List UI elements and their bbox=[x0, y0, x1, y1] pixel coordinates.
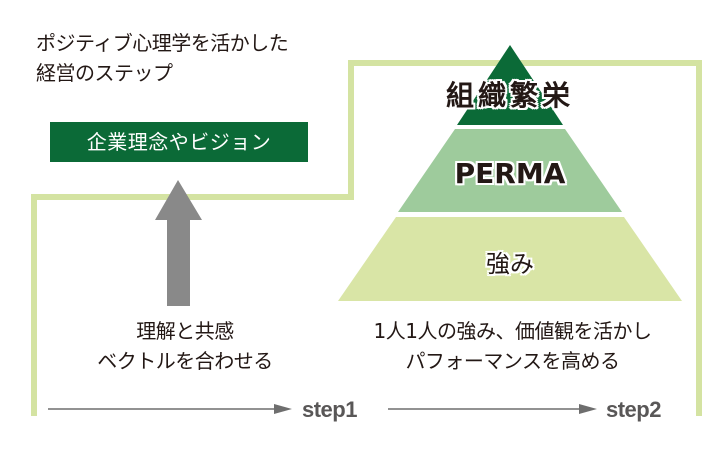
tier-label-middle: PERMA bbox=[454, 157, 566, 190]
step1-caption: 理解と共感 ベクトルを合わせる bbox=[60, 316, 310, 376]
step2-caption-line-2: パフォーマンスを高める bbox=[405, 349, 620, 373]
step-outline bbox=[31, 60, 702, 416]
title-line-2: 経営のステップ bbox=[36, 61, 173, 85]
step2-label: step2 bbox=[606, 397, 661, 422]
pyramid-tier-bottom bbox=[338, 217, 682, 301]
diagram-title: ポジティブ心理学を活かした 経営のステップ bbox=[36, 28, 289, 88]
tier-label-top: 組織繁栄 bbox=[445, 79, 574, 112]
pyramid-tier-top bbox=[457, 45, 563, 125]
tier-label-bottom: 強み bbox=[486, 250, 534, 278]
step2-caption-line-1: 1人1人の強み、価値観を活かし bbox=[373, 319, 652, 343]
up-arrow-icon bbox=[155, 180, 202, 306]
step1-label: step1 bbox=[302, 397, 357, 422]
timeline-arrow-2-head bbox=[579, 404, 597, 414]
pyramid-tier-middle bbox=[398, 129, 622, 212]
vision-box: 企業理念やビジョン bbox=[50, 122, 308, 162]
step1-caption-line-2: ベクトルを合わせる bbox=[97, 349, 273, 373]
timeline-arrow-1-head bbox=[274, 404, 292, 414]
title-line-1: ポジティブ心理学を活かした bbox=[36, 31, 289, 55]
step1-caption-line-1: 理解と共感 bbox=[136, 319, 234, 343]
timeline bbox=[48, 404, 597, 414]
step2-caption: 1人1人の強み、価値観を活かし パフォーマンスを高める bbox=[335, 316, 690, 376]
